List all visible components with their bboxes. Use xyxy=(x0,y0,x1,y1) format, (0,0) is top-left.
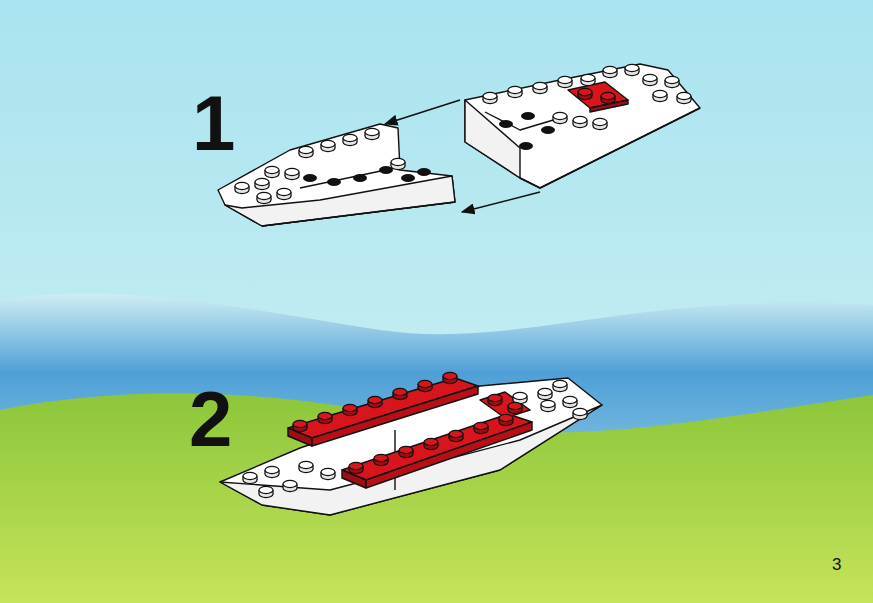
stud xyxy=(499,414,513,425)
stud xyxy=(573,408,587,419)
stud xyxy=(573,116,587,127)
stud xyxy=(533,82,547,93)
stud xyxy=(349,462,363,473)
stud xyxy=(521,112,535,120)
stud xyxy=(553,380,567,391)
page-number: 3 xyxy=(832,556,841,573)
stud xyxy=(483,92,497,103)
stud xyxy=(558,76,572,87)
stud xyxy=(399,446,413,457)
stud xyxy=(538,388,552,399)
stud xyxy=(563,396,577,407)
stud xyxy=(578,88,592,99)
stud xyxy=(327,178,341,186)
stud xyxy=(418,380,432,391)
stud xyxy=(417,168,431,176)
stud xyxy=(353,174,367,182)
hull-rear-piece xyxy=(465,64,700,188)
stud xyxy=(343,404,357,415)
stud xyxy=(343,134,357,145)
stud xyxy=(519,142,533,150)
stud xyxy=(259,486,273,497)
assembly-arrow xyxy=(385,100,460,124)
stud xyxy=(603,66,617,77)
stud xyxy=(285,168,299,179)
stud xyxy=(303,174,317,182)
stud xyxy=(318,412,332,423)
hull-front-piece xyxy=(218,124,455,226)
stud xyxy=(393,388,407,399)
stud xyxy=(321,468,335,479)
stud xyxy=(243,472,257,483)
stud xyxy=(508,402,522,413)
stud xyxy=(593,118,607,129)
stud xyxy=(665,76,679,87)
stud xyxy=(277,188,291,199)
stud xyxy=(653,90,667,101)
stud xyxy=(293,420,307,431)
step-number: 1 xyxy=(192,84,235,162)
stud xyxy=(257,192,271,203)
stud xyxy=(581,74,595,85)
stud xyxy=(443,372,457,383)
stud xyxy=(401,174,415,182)
stud xyxy=(255,178,269,189)
stud xyxy=(235,182,249,193)
stud xyxy=(553,112,567,123)
stud xyxy=(449,430,463,441)
stud xyxy=(474,422,488,433)
stud xyxy=(601,92,615,103)
stud xyxy=(265,166,279,177)
stud xyxy=(299,461,313,472)
stud xyxy=(488,394,502,405)
stud xyxy=(499,120,513,128)
assembled-hull xyxy=(220,378,602,515)
stud xyxy=(677,92,691,103)
stud xyxy=(365,128,379,139)
stud xyxy=(625,64,639,75)
step-number: 2 xyxy=(189,380,232,458)
stud xyxy=(265,466,279,477)
stud xyxy=(368,396,382,407)
stud xyxy=(541,400,555,411)
stud xyxy=(391,158,405,169)
stud xyxy=(643,74,657,85)
stud xyxy=(299,146,313,157)
stud xyxy=(374,454,388,465)
stud xyxy=(321,140,335,151)
stud xyxy=(508,86,522,97)
assembly-arrow xyxy=(462,192,540,212)
stud xyxy=(424,438,438,449)
stud xyxy=(283,480,297,491)
stud xyxy=(541,126,555,134)
